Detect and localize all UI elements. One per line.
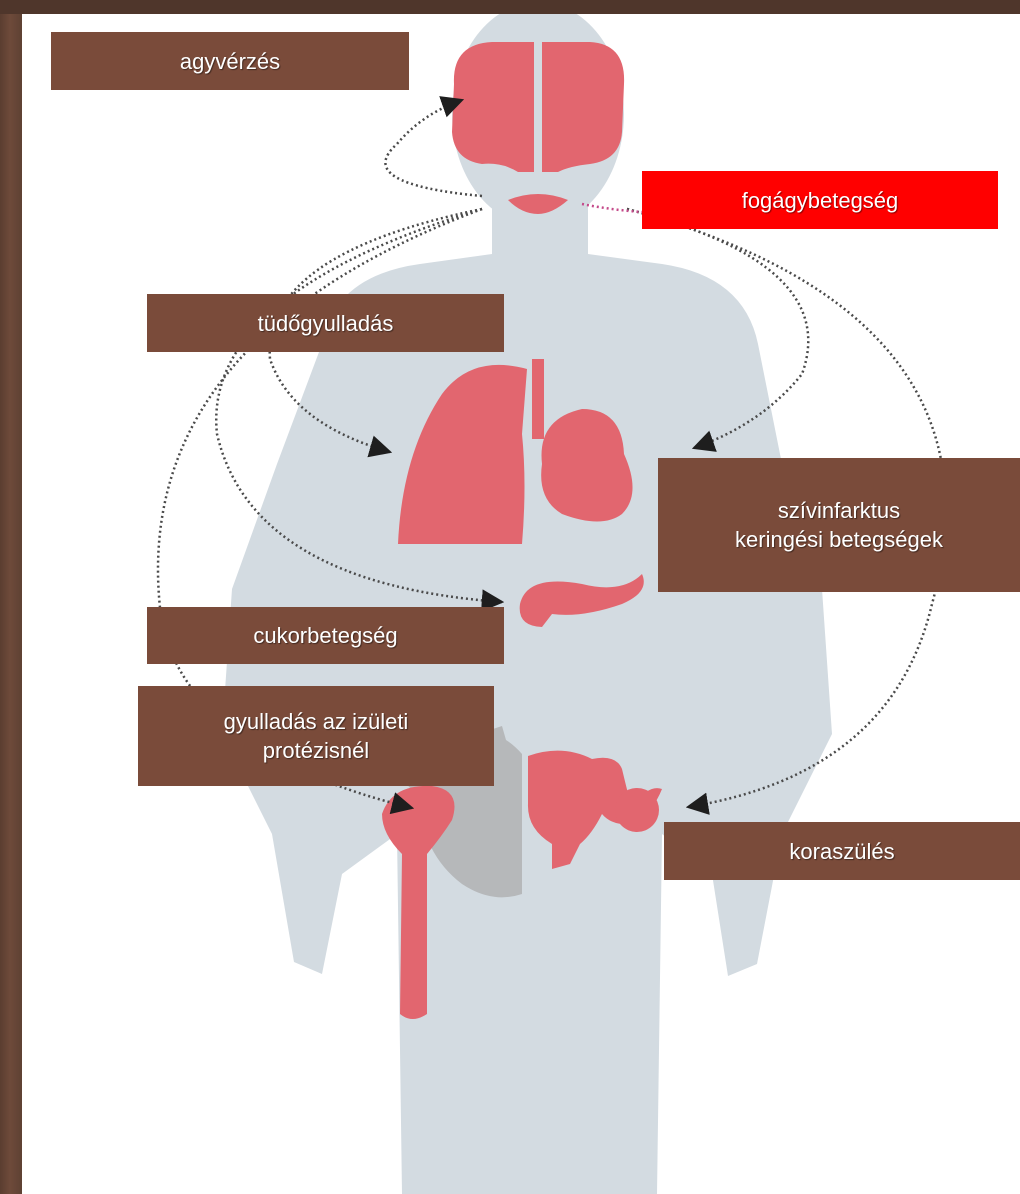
premature-birth-text: koraszülés (789, 837, 894, 866)
pneumonia-text: tüdőgyulladás (258, 309, 394, 338)
heart-line1-text: szívinfarktus (778, 496, 900, 525)
joint-line2-text: protézisnél (263, 736, 369, 765)
heart-line2-text: keringési betegségek (735, 525, 943, 554)
label-joint-prosthesis-inflammation: gyulladás az izületi protézisnél (138, 686, 494, 786)
label-heart-attack: szívinfarktus keringési betegségek (658, 458, 1020, 592)
periodontal-text: fogágybetegség (742, 186, 899, 215)
label-diabetes: cukorbetegség (147, 607, 504, 664)
top-frame-bar (0, 0, 1020, 14)
label-pneumonia: tüdőgyulladás (147, 294, 504, 352)
joint-line1-text: gyulladás az izületi (224, 707, 409, 736)
label-periodontal-disease: fogágybetegség (642, 171, 998, 229)
diagram-canvas: agyvérzés fogágybetegség tüdőgyulladás s… (22, 14, 1020, 1194)
label-premature-birth: koraszülés (664, 822, 1020, 880)
diabetes-text: cukorbetegség (253, 621, 397, 650)
brain-bleed-text: agyvérzés (180, 47, 280, 76)
arrow-to-periodontal (582, 204, 642, 212)
label-brain-bleed: agyvérzés (51, 32, 409, 90)
